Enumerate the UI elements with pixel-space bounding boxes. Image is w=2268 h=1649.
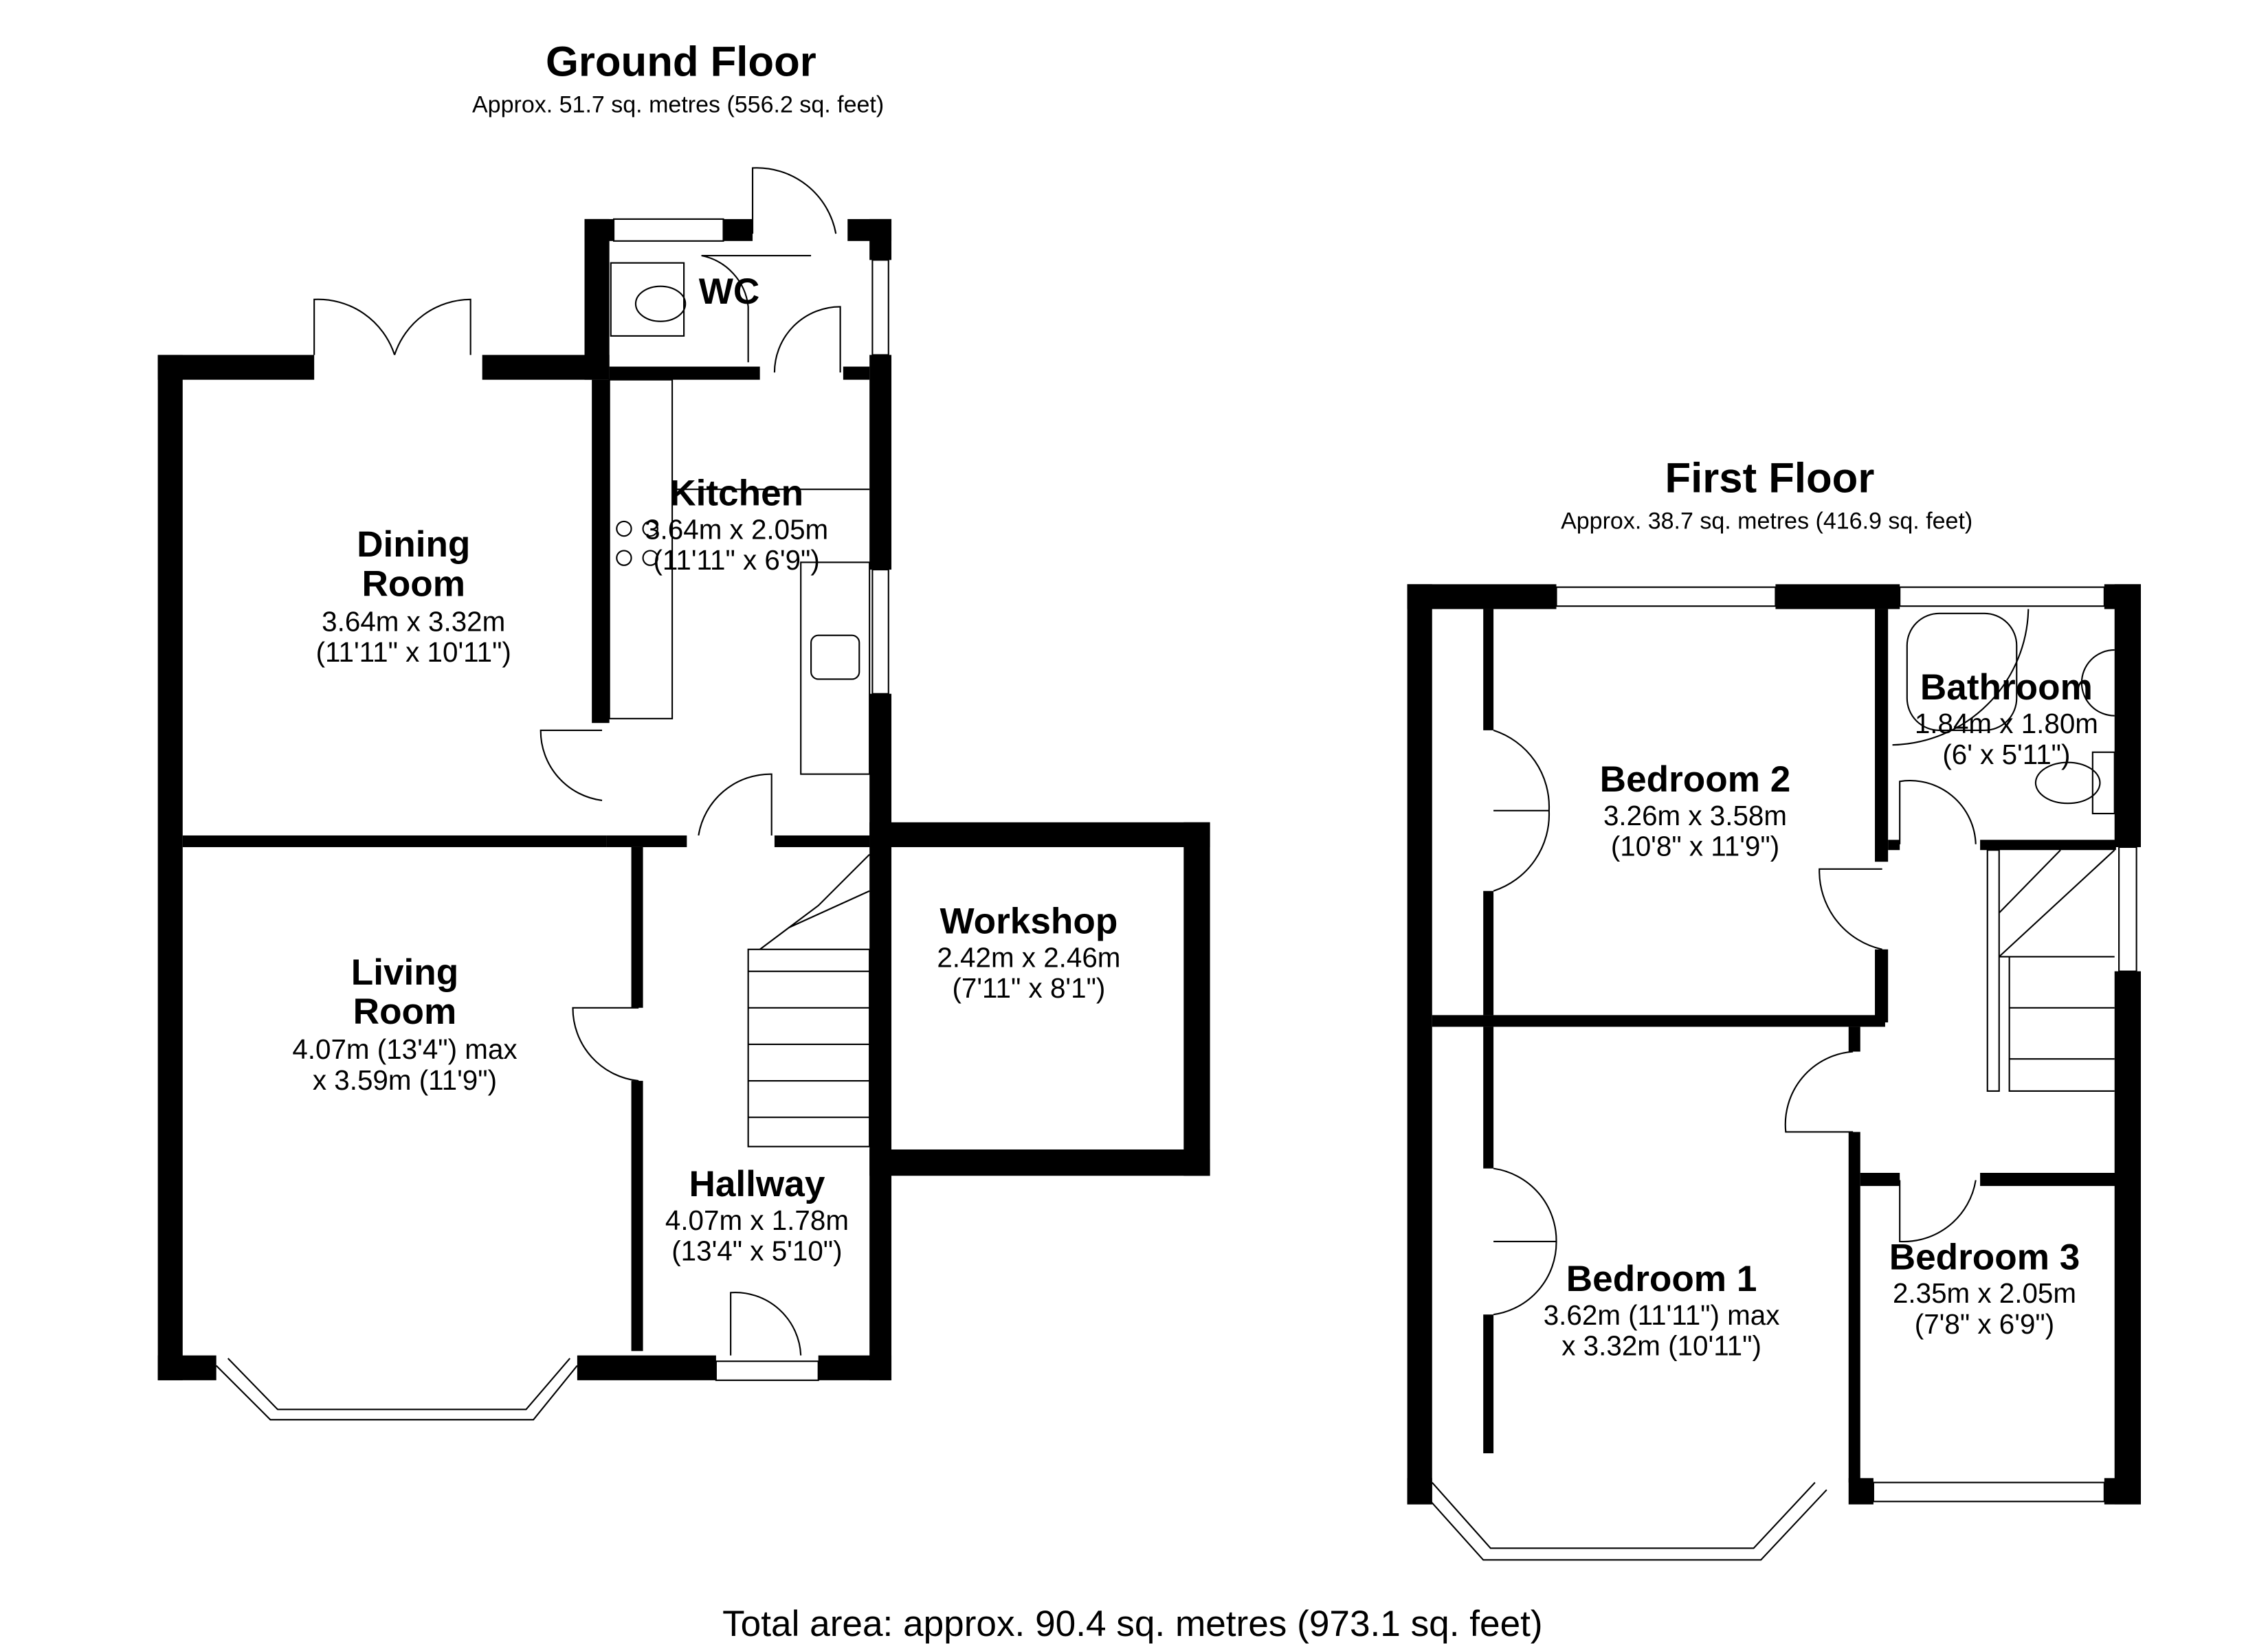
ground-floor-doors bbox=[313, 167, 841, 1356]
svg-text:Kitchen: Kitchen bbox=[669, 473, 803, 514]
svg-text:(7'11" x 8'1"): (7'11" x 8'1") bbox=[952, 972, 1105, 1004]
svg-text:WC: WC bbox=[699, 271, 760, 312]
first-stairs bbox=[1986, 849, 2115, 1092]
svg-text:4.07m (13'4") max: 4.07m (13'4") max bbox=[292, 1033, 517, 1065]
svg-text:3.64m x 3.32m: 3.64m x 3.32m bbox=[322, 605, 505, 637]
bathroom-fittings bbox=[1906, 612, 2115, 815]
svg-text:x 3.32m (10'11"): x 3.32m (10'11") bbox=[1561, 1330, 1761, 1362]
room-label-hallway: Hallway 4.07m x 1.78m (13'4" x 5'10") bbox=[665, 1164, 849, 1267]
first-floor-windows bbox=[1419, 586, 2137, 1561]
svg-text:2.35m x 2.05m: 2.35m x 2.05m bbox=[1893, 1277, 2076, 1309]
room-label-kitchen: Kitchen 3.64m x 2.05m (11'11" x 6'9") bbox=[645, 473, 828, 576]
ground-floor-title: Ground Floor bbox=[546, 38, 816, 86]
svg-text:2.42m x 2.46m: 2.42m x 2.46m bbox=[937, 941, 1120, 973]
first-floor-plan: First Floor Approx. 38.7 sq. metres (416… bbox=[1407, 454, 2142, 1561]
first-floor-doors bbox=[1493, 609, 2030, 1316]
svg-text:Bedroom 3: Bedroom 3 bbox=[1889, 1237, 2080, 1277]
first-floor-title: First Floor bbox=[1665, 454, 1875, 502]
room-label-bedroom-3: Bedroom 3 2.35m x 2.05m (7'8" x 6'9") bbox=[1889, 1237, 2080, 1340]
room-label-workshop: Workshop 2.42m x 2.46m (7'11" x 8'1") bbox=[937, 901, 1120, 1004]
room-label-wc: WC bbox=[699, 271, 760, 312]
total-area: Total area: approx. 90.4 sq. metres (973… bbox=[722, 1604, 1543, 1644]
svg-text:(7'8" x 6'9"): (7'8" x 6'9") bbox=[1915, 1308, 2054, 1340]
room-label-dining-room: Dining Room 3.64m x 3.32m (11'11" x 10'1… bbox=[316, 524, 511, 668]
svg-text:Workshop: Workshop bbox=[940, 901, 1118, 941]
first-floor-walls bbox=[1407, 584, 2142, 1505]
room-label-bathroom: Bathroom 1.84m x 1.80m (6' x 5'11") bbox=[1915, 667, 2098, 770]
svg-text:x 3.59m (11'9"): x 3.59m (11'9") bbox=[313, 1064, 497, 1096]
room-label-bedroom-1: Bedroom 1 3.62m (11'11") max x 3.32m (10… bbox=[1544, 1259, 1780, 1362]
room-label-bedroom-2: Bedroom 2 3.26m x 3.58m (10'8" x 11'9") bbox=[1600, 759, 1791, 862]
svg-text:Bedroom 2: Bedroom 2 bbox=[1600, 759, 1791, 800]
ground-floor-area: Approx. 51.7 sq. metres (556.2 sq. feet) bbox=[472, 92, 884, 118]
svg-text:(10'8" x 11'9"): (10'8" x 11'9") bbox=[1611, 831, 1779, 862]
kitchen-fittings bbox=[608, 262, 871, 775]
first-floor-area: Approx. 38.7 sq. metres (416.9 sq. feet) bbox=[1561, 508, 1972, 535]
room-label-living-room: Living Room 4.07m (13'4") max x 3.59m (1… bbox=[292, 952, 517, 1096]
ground-floor-windows bbox=[215, 218, 889, 1421]
svg-text:(13'4" x 5'10"): (13'4" x 5'10") bbox=[671, 1235, 842, 1267]
svg-text:Living: Living bbox=[351, 952, 458, 993]
svg-text:4.07m x 1.78m: 4.07m x 1.78m bbox=[665, 1204, 849, 1236]
svg-text:(11'11" x 10'11"): (11'11" x 10'11") bbox=[316, 636, 511, 668]
svg-text:3.64m x 2.05m: 3.64m x 2.05m bbox=[645, 513, 828, 545]
ground-floor-walls bbox=[157, 218, 1210, 1380]
ground-floor-plan: Ground Floor Approx. 51.7 sq. metres (55… bbox=[157, 38, 1210, 1421]
svg-text:1.84m x 1.80m: 1.84m x 1.80m bbox=[1915, 708, 2098, 739]
ground-stairs bbox=[747, 853, 871, 1147]
svg-text:Room: Room bbox=[353, 991, 457, 1032]
svg-text:(11'11" x 6'9"): (11'11" x 6'9") bbox=[653, 544, 819, 576]
svg-text:Bathroom: Bathroom bbox=[1920, 667, 2093, 708]
svg-text:3.26m x 3.58m: 3.26m x 3.58m bbox=[1603, 800, 1787, 831]
svg-text:Hallway: Hallway bbox=[689, 1164, 825, 1204]
svg-text:(6' x 5'11"): (6' x 5'11") bbox=[1942, 739, 2070, 770]
svg-text:Room: Room bbox=[362, 563, 465, 604]
svg-text:Dining: Dining bbox=[357, 524, 470, 565]
svg-text:Bedroom 1: Bedroom 1 bbox=[1566, 1259, 1757, 1299]
svg-text:3.62m (11'11") max: 3.62m (11'11") max bbox=[1544, 1299, 1780, 1331]
